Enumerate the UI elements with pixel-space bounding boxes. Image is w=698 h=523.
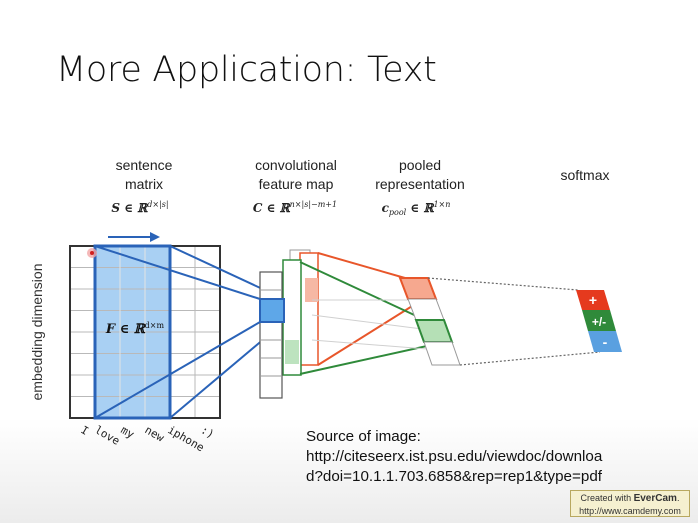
watermark-url: http://www.camdemy.com: [579, 506, 681, 516]
word-labels: I love my new iphone :): [79, 423, 217, 454]
pooling-lines-green: [299, 261, 446, 375]
stage-label-conv-1: convolutional: [255, 157, 337, 173]
source-heading: Source of image:: [306, 428, 421, 445]
word-label: I: [79, 423, 91, 438]
word-label: new: [143, 423, 167, 444]
pooling-lines-red: [317, 252, 426, 366]
stage-label-pool-1: pooled: [399, 157, 441, 173]
filter-projection-lines: [94, 245, 285, 419]
word-label: :): [199, 423, 217, 441]
word-label: love: [93, 423, 122, 448]
word-label: iphone: [166, 423, 207, 454]
word-label: my: [119, 423, 137, 441]
output-neutral-label: +/-: [592, 315, 606, 329]
stage-label-sentence-1: sentence: [116, 157, 173, 173]
softmax-connections: [427, 277, 601, 366]
formula-feature-map: C ∈ ℝn×|s|−m+1: [253, 200, 337, 215]
stage-label-pool-2: representation: [375, 176, 465, 192]
filter-label: F ∈ ℝd×m: [105, 321, 165, 337]
image-source-citation: Source of image: http://citeseerx.ist.ps…: [306, 427, 691, 487]
cursor-indicator: [87, 248, 97, 258]
pooling-lines-gray: [311, 299, 441, 351]
stage-label-sentence-2: matrix: [125, 176, 163, 192]
evercam-watermark: Created with EverCam. http://www.camdemy…: [570, 490, 690, 517]
formula-sentence-matrix: S ∈ ℝd×|s|: [111, 200, 168, 215]
slide-direction-arrow: [108, 232, 160, 242]
source-url-line-1: http://citeseerx.ist.psu.edu/viewdoc/dow…: [306, 448, 603, 465]
formula-pooled: cpool ∈ ℝ1×n: [382, 200, 451, 217]
softmax-output: + +/- -: [576, 290, 622, 352]
watermark-text: Created with EverCam.: [580, 493, 680, 504]
pooled-vector: [398, 277, 461, 366]
feature-map-stack: [259, 249, 319, 399]
output-negative-label: -: [603, 334, 608, 350]
stage-label-softmax: softmax: [560, 167, 609, 183]
stage-label-conv-2: feature map: [259, 176, 334, 192]
slide-title: More Application: Text: [56, 50, 437, 90]
sentence-matrix: [69, 244, 221, 420]
source-url-line-2: d?doi=10.1.1.703.6858&rep=rep1&type=pdf: [306, 468, 602, 485]
axis-label-embedding: embedding dimension: [29, 264, 45, 401]
output-positive-label: +: [589, 292, 597, 308]
